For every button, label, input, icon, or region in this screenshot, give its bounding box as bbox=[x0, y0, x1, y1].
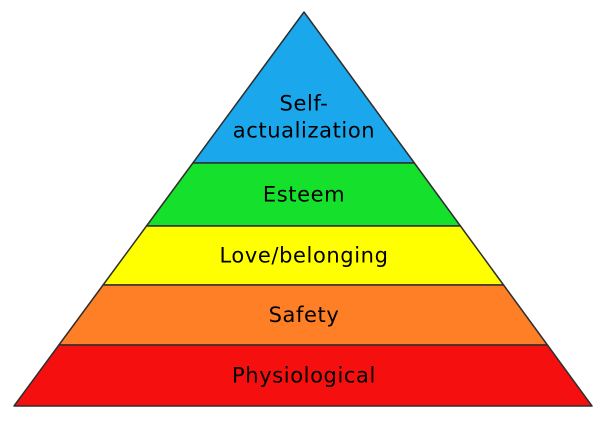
pyramid-label-self-actualization-line-1: Self- bbox=[280, 92, 329, 116]
pyramid-label-esteem: Esteem bbox=[263, 183, 345, 207]
pyramid-level-physiological bbox=[13, 344, 593, 407]
pyramid-label-self-actualization-line-2: actualization bbox=[233, 119, 375, 143]
pyramid-label-safety: Safety bbox=[269, 303, 340, 327]
pyramid-label-love-belonging: Love/belonging bbox=[219, 244, 388, 268]
pyramid-bands bbox=[13, 11, 593, 407]
pyramid-label-physiological: Physiological bbox=[232, 364, 376, 388]
pyramid-labels: Self-actualizationEsteemLove/belongingSa… bbox=[219, 92, 388, 388]
